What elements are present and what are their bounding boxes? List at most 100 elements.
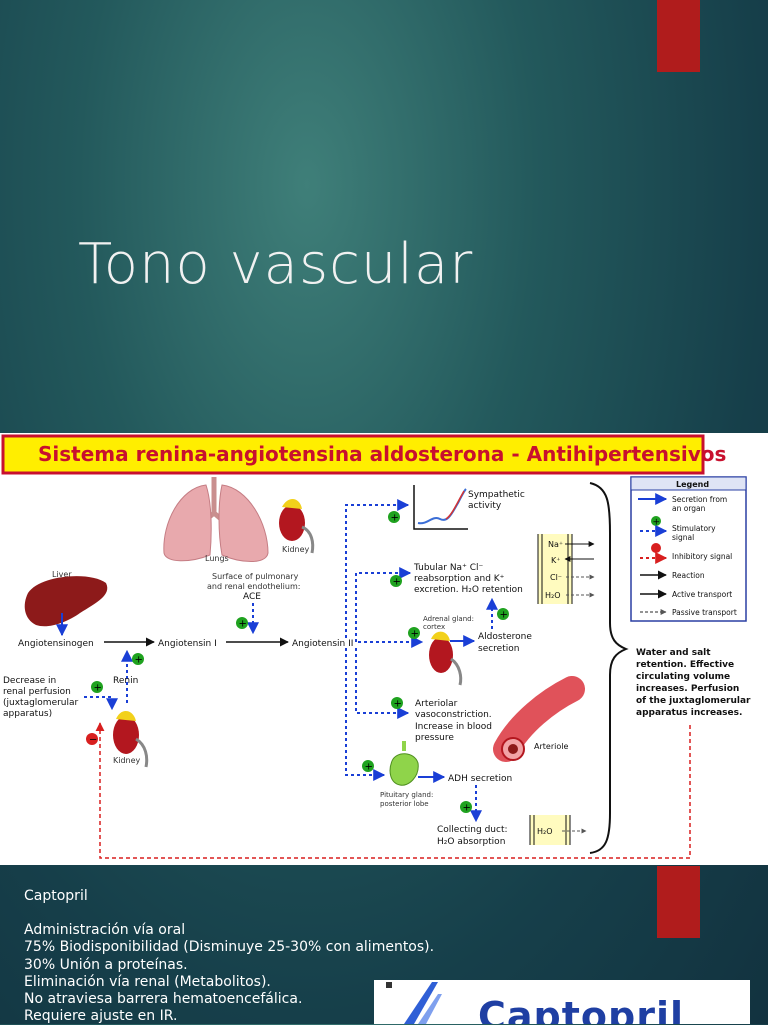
captopril-notes: Captopril Administración vía oral 75% Bi… [24,888,434,1025]
svg-text:+: + [135,655,143,666]
diagram-label-kidney-bottom: Kidney [113,756,141,765]
bottom-accent-tab [657,866,700,938]
diagram-label-liver: Liver [52,570,72,579]
diagram-label-stimulatory1: Stimulatory [672,524,716,533]
sympathetic-graph [413,485,468,530]
diagram-label-sympathetic2: activity [468,501,502,511]
diagram-label-h2o-duct: H₂O [537,827,553,836]
diagram-label-passive: Passive transport [672,608,737,617]
diagram-label-decrease3: (juxtaglomerular [3,698,79,708]
svg-text:+: + [411,629,419,640]
svg-text:+: + [365,762,373,773]
diagram-label-ion-na: Na⁺ [548,540,563,549]
banner-text: Sistema renina-angiotensina aldosterona … [38,442,726,466]
diagram-label-arteriolar3: Increase in blood [415,722,492,732]
diagram-label-surface1: Surface of pulmonary [212,572,299,581]
ion-transport-box [537,534,595,604]
diagram-label-ace: ACE [243,592,261,602]
diagram-label-pituitary1: Pituitary gland: [380,791,433,799]
diagram-label-reaction: Reaction [672,571,705,580]
diagram-label-adrenal1: Adrenal gland: [423,615,474,623]
stimulatory-sign-arteriolar: + [391,697,403,710]
notes-line: Requiere ajuste en IR. [24,1008,178,1025]
diagram-label-tubular2: reabsorption and K⁺ [414,574,505,584]
diagram-label-water5: of the juxtaglomerular [636,696,751,706]
raas-diagram: Sistema renina-angiotensina aldosterona … [0,433,768,865]
notes-line: Eliminación vía renal (Metabolitos). [24,973,271,990]
diagram-label-arteriolar1: Arteriolar [415,699,458,709]
diagram-label-kidney-top: Kidney [282,545,310,554]
svg-text:+: + [391,513,399,524]
diagram-label-pituitary2: posterior lobe [380,800,429,808]
top-accent-tab [657,0,700,72]
diagram-label-arteriolar2: vasoconstriction. [415,710,492,720]
diagram-label-lungs: Lungs [205,554,229,563]
stimulatory-sign-sympathetic: + [388,511,400,524]
notes-heading: Captopril [24,888,88,904]
diagram-label-tubular1: Tubular Na⁺ Cl⁻ [413,563,483,573]
arteriole-illustration [493,676,585,762]
diagram-label-angiotensinogen: Angiotensinogen [18,639,94,649]
diagram-label-ion-h2o: H₂O [545,591,561,600]
diagram-label-stimulatory2: signal [672,533,694,542]
diagram-label-aldosterone1: Aldosterone [478,632,532,642]
diagram-banner: Sistema renina-angiotensina aldosterona … [1,434,726,475]
stimulatory-sign-adh: + [460,801,472,814]
stimulatory-sign-ace: + [236,617,248,630]
diagram-label-decrease1: Decrease in [3,676,56,686]
diagram-label-decrease4: apparatus) [3,709,52,719]
stimulatory-sign-perfusion: + [91,681,103,694]
stimulatory-sign-tubular: + [390,575,402,588]
collecting-duct-box [529,815,587,845]
diagram-label-surface2: and renal endothelium: [207,582,300,591]
diagram-label-ion-cl: Cl⁻ [550,573,562,582]
diagram-label-arteriolar4: pressure [415,733,454,743]
diagram-label-inhibitory: Inhibitory signal [672,552,732,561]
diagram-label-water1: Water and salt [636,648,711,658]
diagram-label-decrease2: renal perfusion [3,687,71,697]
lungs-illustration [163,477,269,562]
diagram-label-adrenal2: cortex [423,623,445,631]
diagram-label-ion-k: K⁺ [551,556,560,565]
diagram-label-adh: ADH secretion [448,774,512,784]
diagram-label-tubular3: excretion. H₂O retention [414,585,523,595]
diagram-label-angiotensin1: Angiotensin I [158,639,217,649]
diagram-label-secretion1: Secretion from [672,495,727,504]
svg-text:+: + [239,619,247,630]
inhibitory-sign-kidney: − [86,733,98,746]
logo-swoosh-icon [386,982,442,1024]
diagram-label-renin: Renin [113,676,138,686]
diagram-label-collecting2: H₂O absorption [437,837,505,847]
diagram-label-sympathetic1: Sympathetic [468,490,525,500]
liver-illustration [24,576,108,627]
stimulatory-sign-renin: + [132,653,144,666]
slide-title: Tono vascular [78,232,474,297]
svg-text:+: + [463,803,471,814]
legend-box: + [630,476,747,622]
brace [589,482,629,854]
svg-text:−: − [89,735,97,746]
feedback-loop [95,722,691,859]
stimulatory-sign-adrenal: + [408,627,420,640]
kidney-top-illustration [279,498,315,554]
diagram-label-active: Active transport [672,590,732,599]
svg-text:+: + [653,518,661,528]
angiotensin-ii-branches [345,499,424,781]
svg-text:+: + [394,699,402,710]
notes-line: 75% Biodisponibilidad (Disminuye 25-30% … [24,939,435,956]
kidney-bottom-illustration [113,710,149,768]
diagram-label-secretion2: an organ [672,504,706,513]
svg-text:+: + [500,610,508,621]
notes-line: No atraviesa barrera hematoencefálica. [24,991,303,1008]
diagram-label-title: Legend [676,480,709,489]
diagram-label-water2: retention. Effective [636,660,734,670]
logo-text: Captopril [478,994,684,1024]
notes-line: Administración vía oral [24,922,186,939]
svg-text:+: + [94,683,102,694]
adrenal-kidney-illustration [429,631,463,686]
diagram-label-angiotensin2: Angiotensin II [292,639,353,649]
pituitary-illustration [389,741,419,786]
diagram-label-collecting1: Collecting duct: [437,825,508,835]
diagram-label-water6: apparatus increases. [636,708,742,718]
stimulatory-sign-aldo: + [497,608,509,621]
